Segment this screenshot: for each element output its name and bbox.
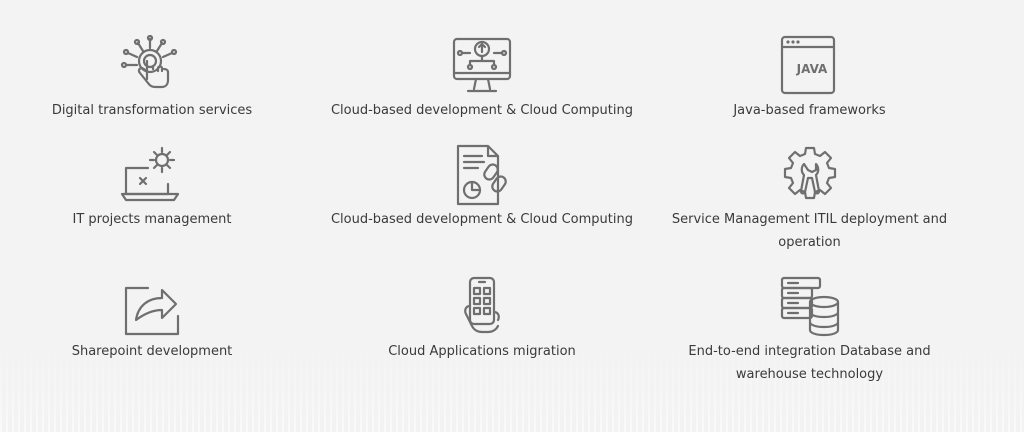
service-label: Cloud-based development & Cloud Computin… [330, 212, 633, 227]
server-database-icon [778, 276, 842, 340]
touch-circuit-icon [120, 35, 184, 99]
java-text: JAVA [795, 62, 827, 76]
service-label: Java-based frameworks [733, 103, 886, 118]
service-label: Cloud Applications migration [388, 344, 576, 359]
service-sharepoint[interactable]: Sharepoint development [0, 276, 304, 363]
service-digital-transformation[interactable]: Digital transformation services [0, 35, 304, 122]
service-label: Cloud-based development & Cloud Computin… [330, 103, 633, 118]
service-label: IT projects management [72, 212, 232, 227]
service-label: Digital transformation services [51, 103, 253, 118]
service-java-frameworks[interactable]: JAVA Java-based frameworks [652, 35, 967, 122]
service-label: Service Management ITIL deployment and o… [671, 212, 948, 250]
service-label: Sharepoint development [71, 344, 233, 359]
document-link-icon [450, 144, 514, 208]
laptop-gear-icon [120, 144, 184, 208]
service-label: End-to-end integration Database and ware… [688, 344, 931, 382]
monitor-cloud-upload-icon [450, 35, 514, 99]
service-cloud-development-2[interactable]: Cloud-based development & Cloud Computin… [327, 144, 637, 231]
share-arrow-icon [120, 276, 184, 340]
service-database-integration[interactable]: End-to-end integration Database and ware… [652, 276, 967, 386]
service-it-projects[interactable]: IT projects management [0, 144, 304, 231]
phone-apps-hand-icon [450, 276, 514, 340]
service-cloud-migration[interactable]: Cloud Applications migration [327, 276, 637, 363]
service-itil[interactable]: Service Management ITIL deployment and o… [652, 144, 967, 254]
java-window-icon: JAVA [778, 35, 842, 99]
service-cloud-development-1[interactable]: Cloud-based development & Cloud Computin… [327, 35, 637, 122]
gear-wrench-icon [778, 144, 842, 208]
